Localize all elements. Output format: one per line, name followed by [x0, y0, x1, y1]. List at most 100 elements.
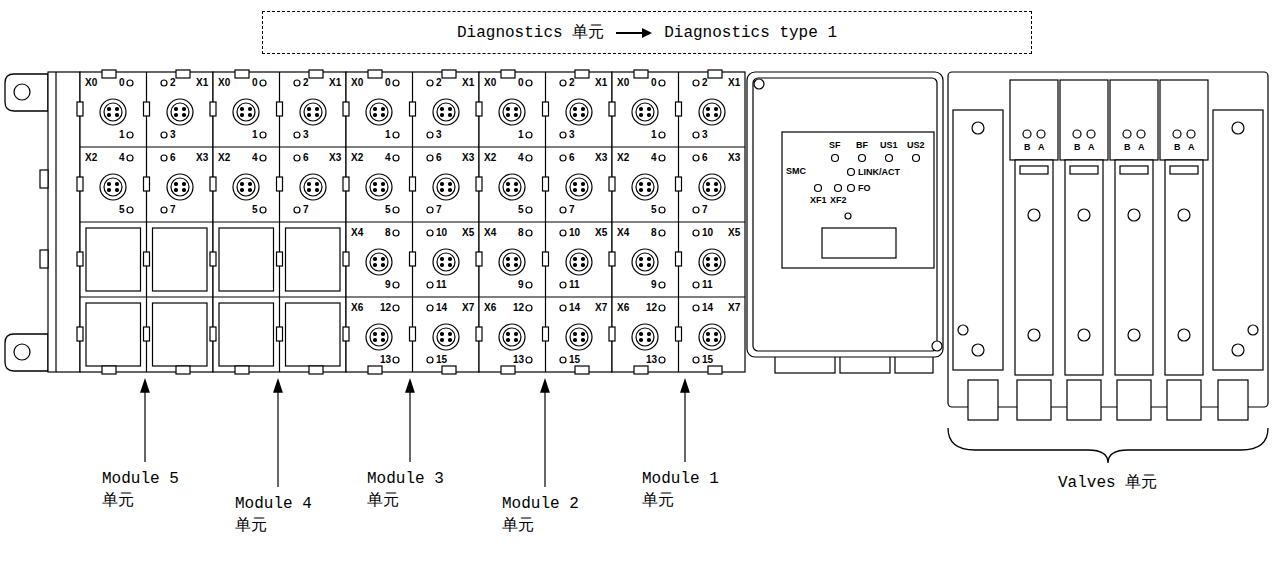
bottom-tab — [634, 366, 648, 374]
arrow-head — [642, 28, 652, 38]
connector-pin — [582, 189, 585, 192]
led — [835, 185, 842, 192]
connector-pin — [382, 258, 385, 261]
side-tab — [277, 102, 283, 116]
port-label: X2 — [218, 153, 230, 163]
side-tab — [676, 177, 682, 191]
side-tab — [277, 252, 283, 266]
led — [260, 80, 266, 86]
connector-pin — [183, 114, 186, 117]
port-label: X1 — [329, 78, 341, 88]
connector-pin — [515, 333, 518, 336]
screw — [1178, 329, 1190, 341]
indicator — [1123, 130, 1131, 138]
connector-pin — [574, 183, 577, 186]
bottom-tab — [708, 366, 722, 374]
pin-number: 9 — [651, 280, 657, 290]
port-label: X4 — [351, 228, 363, 238]
m12-connector — [366, 99, 392, 125]
led — [659, 357, 665, 363]
m12-connector-inner — [237, 178, 255, 196]
indicator — [1023, 130, 1031, 138]
port-label: X3 — [196, 153, 208, 163]
arrowhead — [274, 380, 282, 392]
fitting — [968, 380, 998, 420]
callout-label: Module 4 单元 — [235, 493, 321, 538]
m12-connector-inner — [703, 328, 721, 346]
led — [693, 132, 699, 138]
blank-panel — [219, 228, 274, 291]
top-tab — [176, 70, 190, 78]
connector-pin — [382, 183, 385, 186]
top-tab — [309, 70, 323, 78]
dashed-box: Diagnostics 单元Diagnostics type 1 — [262, 11, 1032, 54]
port-label: X2 — [484, 153, 496, 163]
m12-connector — [100, 174, 126, 200]
connector-pin — [441, 183, 444, 186]
connector-pin — [316, 183, 319, 186]
pin-number: 2 — [702, 78, 708, 88]
led — [526, 207, 532, 213]
led — [526, 305, 532, 311]
screw — [932, 341, 942, 351]
port-label: X1 — [728, 78, 740, 88]
valve-head — [1060, 80, 1108, 160]
m12-connector — [632, 324, 658, 350]
callout-label: Module 1 单元 — [642, 468, 728, 513]
m12-connector — [366, 324, 392, 350]
led — [127, 80, 133, 86]
m12-connector — [167, 174, 193, 200]
pin-number: 12 — [513, 303, 524, 313]
m12-connector — [699, 174, 725, 200]
pin-number: 4 — [651, 153, 657, 163]
row-divider — [80, 221, 213, 222]
m12-connector-inner — [370, 178, 388, 196]
si-label-panel — [782, 132, 934, 268]
connector-pin — [507, 108, 510, 111]
valve-body — [1115, 160, 1153, 375]
screw — [1078, 209, 1090, 221]
led — [815, 185, 822, 192]
led — [659, 230, 665, 236]
connector-pin — [582, 333, 585, 336]
m12-connector-inner — [437, 178, 455, 196]
pin-number: 9 — [518, 280, 524, 290]
led — [693, 207, 699, 213]
pin-number: 6 — [569, 153, 575, 163]
pin-number: 6 — [170, 153, 176, 163]
m12-connector-inner — [171, 103, 189, 121]
led — [560, 282, 566, 288]
side-tab — [676, 252, 682, 266]
m12-connector-inner — [503, 253, 521, 271]
mount-hole — [14, 84, 30, 100]
connector-pin — [640, 114, 643, 117]
port-label: B — [1174, 143, 1181, 152]
m12-connector-inner — [636, 178, 654, 196]
side-tab — [277, 177, 283, 191]
led — [560, 357, 566, 363]
m12-connector — [433, 324, 459, 350]
pin-number: 2 — [436, 78, 442, 88]
connector-pin — [582, 339, 585, 342]
side-tab — [676, 102, 682, 116]
led — [560, 80, 566, 86]
screw — [1028, 329, 1040, 341]
led — [393, 282, 399, 288]
side-tab — [77, 177, 83, 191]
connector-pin — [715, 264, 718, 267]
callout-label: Module 2 单元 — [502, 493, 588, 538]
pin-number: 8 — [385, 228, 391, 238]
connector-pin — [640, 189, 643, 192]
led — [427, 132, 433, 138]
port-label: X1 — [196, 78, 208, 88]
connector-pin — [374, 258, 377, 261]
valve-plate — [1020, 166, 1048, 174]
row-divider — [479, 296, 612, 297]
connector-pin — [648, 108, 651, 111]
connector-pin — [574, 264, 577, 267]
side-tab — [476, 252, 482, 266]
pin-number: 3 — [702, 130, 708, 140]
valve-plate — [1070, 166, 1098, 174]
side-tab — [543, 252, 549, 266]
pin-number: 0 — [518, 78, 524, 88]
